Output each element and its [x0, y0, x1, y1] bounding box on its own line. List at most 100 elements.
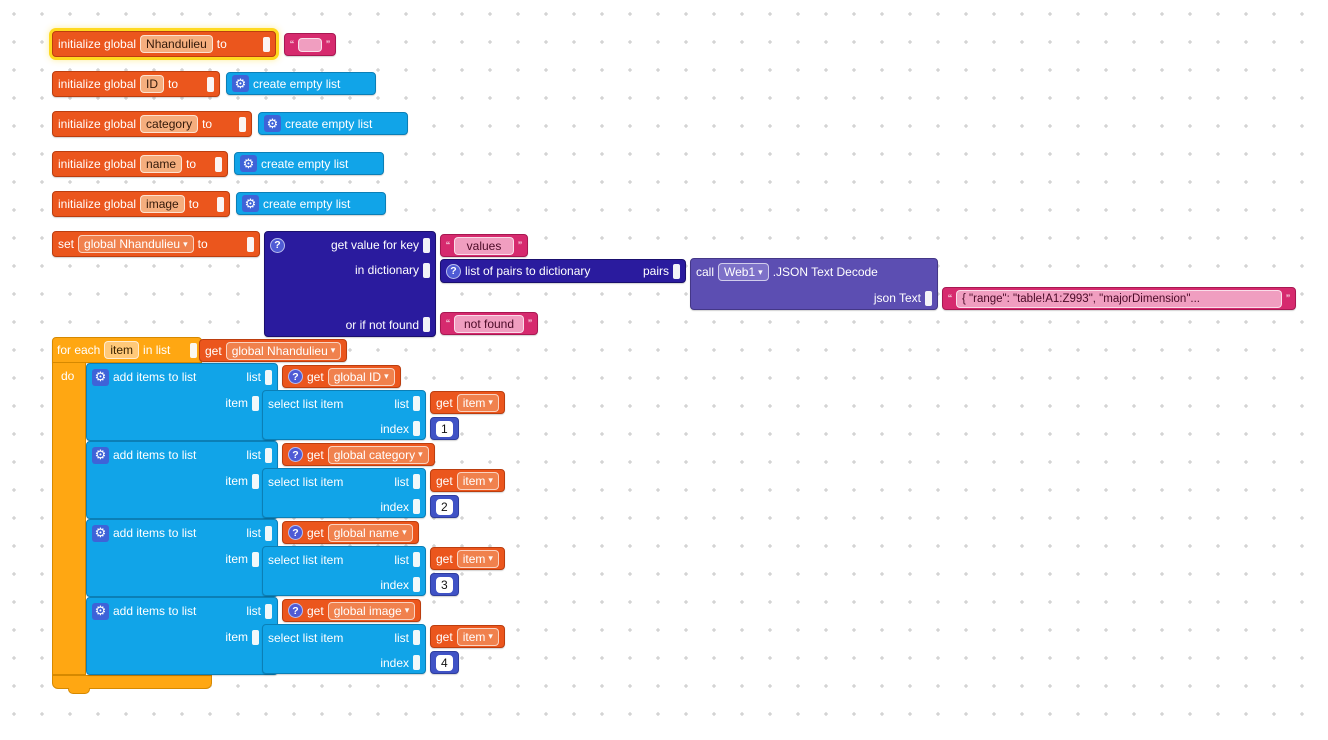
- value-socket: [215, 156, 222, 172]
- block-get-item[interactable]: get item ▾: [430, 547, 505, 570]
- label-list: list: [394, 474, 409, 489]
- block-list-of-pairs-to-dictionary[interactable]: ? list of pairs to dictionary pairs: [440, 259, 686, 283]
- mutator-gear-icon[interactable]: ⚙: [92, 602, 109, 620]
- variable-dropdown[interactable]: item ▾: [456, 549, 499, 568]
- mutator-gear-icon[interactable]: ⚙: [232, 75, 249, 92]
- dropdown-value: item: [462, 395, 486, 410]
- block-create-empty-list[interactable]: ⚙ create empty list: [226, 72, 376, 95]
- dropdown-value: global Nhandulieu: [231, 343, 328, 358]
- block-add-items-to-list[interactable]: ⚙ add items to list list item: [86, 363, 278, 441]
- block-create-empty-list[interactable]: ⚙ create empty list: [258, 112, 408, 135]
- block-text-json-payload[interactable]: “ { "range": "table!A1:Z993", "majorDime…: [942, 287, 1296, 310]
- variable-name-field[interactable]: category: [140, 115, 199, 133]
- block-empty-text-string[interactable]: “ ”: [284, 33, 336, 56]
- variable-name-field[interactable]: image: [140, 195, 185, 213]
- block-get-item[interactable]: get item ▾: [430, 391, 505, 414]
- text-field[interactable]: values: [454, 236, 514, 255]
- mutator-gear-icon[interactable]: ⚙: [92, 446, 109, 464]
- dropdown-value: global ID: [333, 369, 382, 384]
- variable-name-field[interactable]: Nhandulieu: [140, 35, 213, 53]
- mutator-gear-icon[interactable]: ⚙: [92, 524, 109, 542]
- mutator-gear-icon[interactable]: ⚙: [240, 155, 257, 172]
- variable-dropdown[interactable]: item ▾: [456, 471, 499, 490]
- block-initialize-global-id[interactable]: initialize global ID to: [52, 71, 220, 97]
- mutator-gear-icon[interactable]: ⚙: [264, 115, 281, 132]
- help-icon[interactable]: ?: [288, 369, 303, 384]
- block-call-web1-json-text-decode[interactable]: call Web1 ▾ .JSON Text Decode json Text: [690, 258, 938, 310]
- block-initialize-global-category[interactable]: initialize global category to: [52, 111, 252, 137]
- block-select-list-item[interactable]: select list item list index: [262, 624, 426, 674]
- number-value: 1: [441, 421, 448, 436]
- number-field[interactable]: 1: [436, 420, 453, 437]
- text-field[interactable]: not found: [454, 314, 524, 333]
- block-number-index[interactable]: 1: [430, 417, 459, 440]
- gear-glyph: ⚙: [234, 75, 247, 91]
- mutator-gear-icon[interactable]: ⚙: [92, 368, 109, 386]
- variable-dropdown[interactable]: item ▾: [456, 627, 499, 646]
- block-get-global-category[interactable]: ? get global category ▾: [282, 443, 435, 466]
- help-icon[interactable]: ?: [288, 525, 303, 540]
- block-add-items-to-list[interactable]: ⚙ add items to list list item: [86, 597, 278, 675]
- help-icon[interactable]: ?: [270, 237, 285, 253]
- help-icon[interactable]: ?: [288, 447, 303, 462]
- variable-dropdown[interactable]: global image ▾: [327, 601, 416, 620]
- number-field[interactable]: 2: [436, 498, 453, 515]
- not-found-socket: [423, 317, 430, 332]
- block-get-value-for-key[interactable]: ? get value for key in dictionary or if …: [264, 231, 436, 337]
- block-text-values[interactable]: “ values ”: [440, 234, 528, 257]
- variable-dropdown[interactable]: global category ▾: [327, 445, 429, 464]
- block-select-list-item[interactable]: select list item list index: [262, 468, 426, 518]
- block-for-each-header[interactable]: for each item in list: [52, 337, 202, 363]
- label-item: item: [225, 630, 248, 644]
- label-in-list: in list: [143, 343, 171, 357]
- block-get-global-image[interactable]: ? get global image ▾: [282, 599, 422, 622]
- block-add-items-to-list[interactable]: ⚙ add items to list list item: [86, 519, 278, 597]
- block-initialize-global-image[interactable]: initialize global image to: [52, 191, 230, 217]
- block-create-empty-list[interactable]: ⚙ create empty list: [234, 152, 384, 175]
- variable-dropdown[interactable]: item ▾: [456, 393, 499, 412]
- mutator-gear-icon[interactable]: ⚙: [242, 195, 259, 212]
- block-set-variable[interactable]: set global Nhandulieu ▾ to: [52, 231, 260, 257]
- block-get-global-name[interactable]: ? get global name ▾: [282, 521, 419, 544]
- block-initialize-global-name[interactable]: initialize global name to: [52, 151, 228, 177]
- variable-dropdown[interactable]: global ID ▾: [327, 367, 395, 386]
- label-do: do: [61, 369, 75, 383]
- list-socket: [413, 396, 420, 411]
- number-field[interactable]: 4: [436, 654, 453, 671]
- variable-dropdown[interactable]: global Nhandulieu ▾: [78, 235, 194, 253]
- component-dropdown[interactable]: Web1 ▾: [718, 263, 769, 281]
- number-field[interactable]: 3: [436, 576, 453, 593]
- dropdown-arrow-icon: ▾: [488, 475, 493, 485]
- label-get: get: [436, 395, 453, 410]
- block-text-not-found[interactable]: “ not found ”: [440, 312, 538, 335]
- variable-dropdown[interactable]: global Nhandulieu ▾: [225, 341, 342, 360]
- gear-glyph: ⚙: [242, 155, 255, 171]
- block-number-index[interactable]: 4: [430, 651, 459, 674]
- block-get-global-nhandulieu[interactable]: get global Nhandulieu ▾: [199, 339, 348, 362]
- block-select-list-item[interactable]: select list item list index: [262, 546, 426, 596]
- text-field[interactable]: { "range": "table!A1:Z993", "majorDimens…: [956, 289, 1282, 308]
- block-number-index[interactable]: 2: [430, 495, 459, 518]
- variable-name-field[interactable]: name: [140, 155, 183, 173]
- block-initialize-global-nhandulieu[interactable]: initialize global Nhandulieu to: [52, 31, 276, 57]
- block-add-items-to-list[interactable]: ⚙ add items to list list item: [86, 441, 278, 519]
- label-get: get: [307, 525, 324, 540]
- help-icon[interactable]: ?: [446, 263, 461, 279]
- for-each-do-spine[interactable]: do: [52, 363, 86, 675]
- dropdown-value: global image: [333, 603, 402, 618]
- for-each-next-connector[interactable]: [68, 688, 90, 694]
- block-get-item[interactable]: get item ▾: [430, 625, 505, 648]
- block-number-index[interactable]: 3: [430, 573, 459, 596]
- loop-variable-field[interactable]: item: [104, 341, 140, 359]
- text-field[interactable]: [298, 37, 322, 52]
- for-each-bottom-bar[interactable]: [52, 675, 212, 689]
- block-create-empty-list[interactable]: ⚙ create empty list: [236, 192, 386, 215]
- variable-dropdown[interactable]: global name ▾: [327, 523, 413, 542]
- variable-name-field[interactable]: ID: [140, 75, 165, 93]
- block-get-item[interactable]: get item ▾: [430, 469, 505, 492]
- label-select-list-item: select list item: [268, 396, 344, 411]
- help-icon[interactable]: ?: [288, 603, 303, 618]
- block-get-global-id[interactable]: ? get global ID ▾: [282, 365, 401, 388]
- block-select-list-item[interactable]: select list item list index: [262, 390, 426, 440]
